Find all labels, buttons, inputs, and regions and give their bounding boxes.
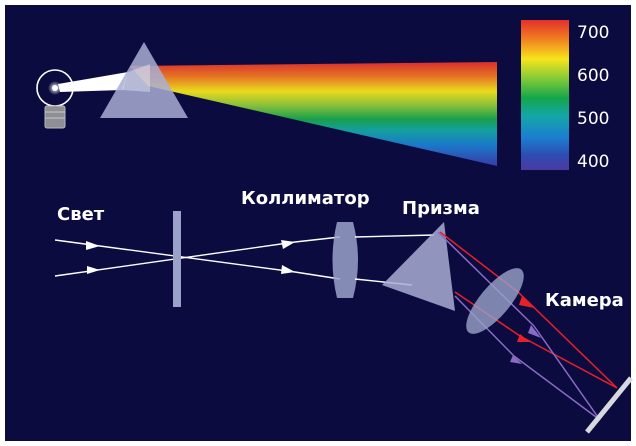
label-camera: Камера (545, 290, 624, 311)
ray-red-to-camera-upper (517, 291, 618, 389)
wavelength-tick-400: 400 (577, 152, 609, 172)
dispersed-spectrum-fan (130, 62, 497, 166)
slit (173, 211, 181, 307)
ray-violet-upper (437, 231, 535, 327)
collimator-lens (332, 222, 358, 298)
detector-plate (585, 376, 633, 434)
label-collimator: Коллиматор (241, 188, 370, 209)
ray-violet-to-camera-lower (513, 355, 601, 421)
wavelength-tick-600: 600 (577, 66, 609, 86)
arrowhead-violet (528, 325, 541, 338)
arrowhead-red (517, 334, 530, 342)
arrowhead (281, 265, 295, 274)
wavelength-tick-500: 500 (577, 109, 609, 129)
label-prism: Призма (402, 198, 480, 219)
white-light-beam (58, 72, 128, 92)
schematic-prism (382, 222, 455, 311)
wavelength-scale: 700 600 500 400 (521, 20, 609, 172)
camera-lens (466, 268, 524, 334)
spectroscope-schematic: Свет Коллиматор Призма Камера (54, 188, 633, 434)
ray-to-prism-upper (354, 234, 435, 238)
arrowhead (281, 240, 295, 249)
ray-lower-collimated (294, 271, 341, 280)
arrowhead (86, 241, 100, 250)
prism-internal-light (122, 64, 150, 92)
arrowhead-violet (510, 355, 522, 364)
wavelength-color-bar (521, 20, 569, 170)
wavelength-tick-700: 700 (577, 23, 609, 43)
label-light: Свет (57, 204, 105, 225)
arrowhead-red (519, 296, 534, 308)
arrowhead (87, 266, 100, 274)
prism-triangle (100, 42, 188, 118)
ray-violet-to-camera-upper (533, 325, 601, 421)
ray-red-to-camera-lower (519, 335, 618, 389)
ray-upper-collimated (294, 236, 341, 243)
prism-spectrum-illustration (36, 42, 497, 166)
